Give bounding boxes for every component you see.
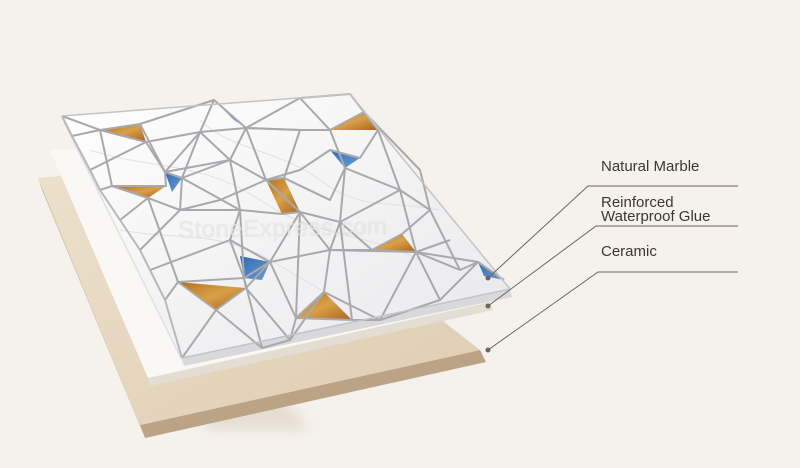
- grout-grid: [61, 93, 511, 359]
- amber-tile: [372, 234, 416, 252]
- marker-dot: [485, 347, 491, 353]
- marble-edge: [62, 116, 184, 366]
- label-reinforced: Reinforced: [601, 194, 674, 211]
- leader-dots: [485, 275, 491, 353]
- label-waterproof-glue: Waterproof Glue: [601, 208, 711, 225]
- label-natural-marble: Natural Marble: [601, 158, 700, 175]
- blue-tile: [330, 150, 360, 168]
- glue-side: [148, 302, 493, 386]
- amber-tile: [330, 112, 378, 130]
- leader-ceramic: [487, 271, 738, 351]
- ceramic-side: [140, 350, 486, 438]
- amber-tile: [112, 186, 166, 198]
- marker-dot: [485, 275, 491, 281]
- watermark-logo: StoneExpress.com: [177, 213, 388, 244]
- amber-tile: [178, 282, 246, 310]
- marker-dot: [485, 303, 491, 309]
- leader-marble: [487, 185, 738, 279]
- label-ceramic: Ceramic: [601, 243, 657, 260]
- blue-tile: [240, 256, 270, 280]
- leader-glue: [487, 225, 738, 307]
- marble-top: [62, 94, 510, 358]
- ceramic-edge: [38, 178, 145, 438]
- leader-lines: [487, 185, 738, 351]
